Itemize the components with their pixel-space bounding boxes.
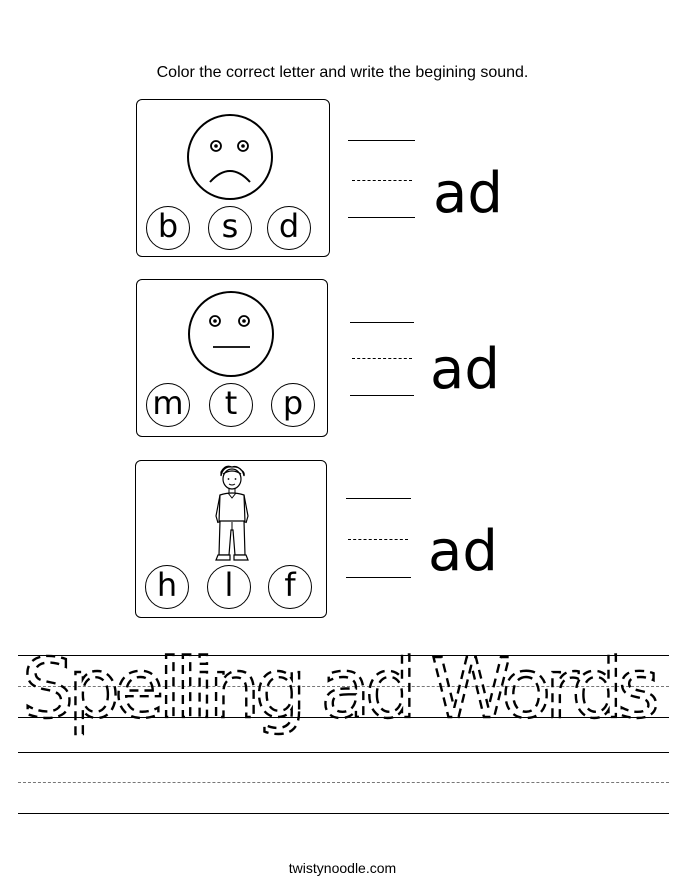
footer-credit: twistynoodle.com <box>288 860 397 876</box>
writing-line-top-3[interactable] <box>346 498 411 499</box>
writing-line-base-2[interactable] <box>350 395 414 396</box>
tracing-mid-line <box>18 686 669 687</box>
choice-b[interactable]: b <box>146 206 190 250</box>
tracing-word-text: Spelling ad Words <box>22 642 660 737</box>
word-ending-2: ad <box>430 337 500 402</box>
tracing-word: Spelling ad Words <box>21 641 661 738</box>
choice-f[interactable]: f <box>268 565 312 609</box>
tracing-top-line <box>18 655 669 656</box>
sad-face-icon <box>187 114 273 200</box>
boy-icon <box>215 465 249 561</box>
writing-line-base-3[interactable] <box>346 577 411 578</box>
writing-line-top-1[interactable] <box>348 140 415 141</box>
choice-h[interactable]: h <box>145 565 189 609</box>
writing-line-mid-1 <box>352 180 412 181</box>
writing-line-mid-3 <box>348 539 408 540</box>
choice-l[interactable]: l <box>207 565 251 609</box>
choice-d[interactable]: d <box>267 206 311 250</box>
picture-card-2: m t p <box>136 279 328 437</box>
writing-line-base-1[interactable] <box>348 217 415 218</box>
choice-t[interactable]: t <box>209 383 253 427</box>
writing-line-mid-2 <box>352 358 412 359</box>
word-ending-3: ad <box>428 519 498 584</box>
instructions: Color the correct letter and write the b… <box>156 64 529 81</box>
neutral-face-icon <box>188 291 274 377</box>
word-ending-1: ad <box>433 161 503 226</box>
writing-line-top-2[interactable] <box>350 322 414 323</box>
picture-card-3: h l f <box>135 460 327 618</box>
choice-p[interactable]: p <box>271 383 315 427</box>
writing-mid-line <box>18 782 669 783</box>
choice-s[interactable]: s <box>208 206 252 250</box>
writing-top-line[interactable] <box>18 752 669 753</box>
picture-card-1: b s d <box>136 99 330 257</box>
writing-base-line[interactable] <box>18 813 669 814</box>
tracing-base-line <box>18 717 669 718</box>
choice-m[interactable]: m <box>146 383 190 427</box>
